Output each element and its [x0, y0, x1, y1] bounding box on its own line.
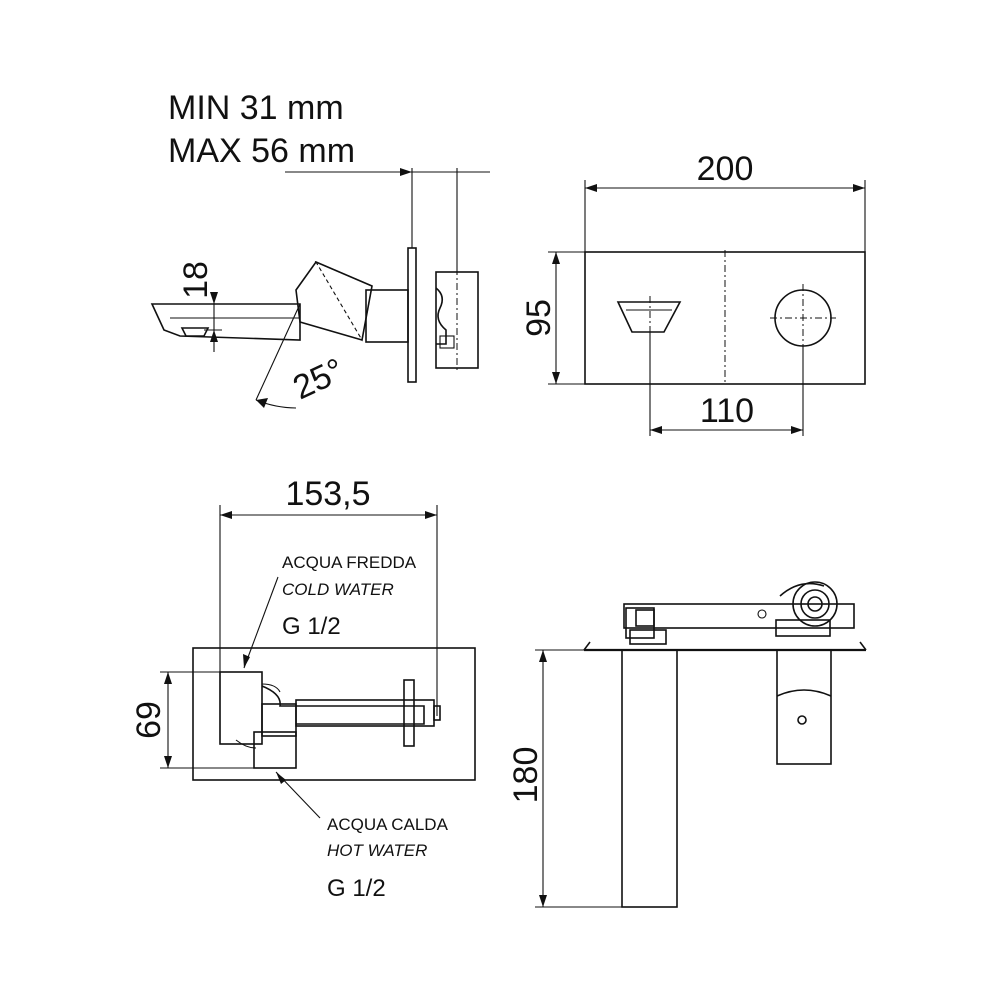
- max-depth-label: MAX 56 mm: [168, 132, 355, 170]
- side-view: MIN 31 mm MAX 56 mm 18 25°: [150, 89, 490, 409]
- cartridge-tip: [433, 705, 441, 721]
- width-arrow-right: [853, 184, 865, 192]
- height-arrow-bottom: [210, 330, 218, 342]
- cold-water-label-it: ACQUA FREDDA: [282, 553, 417, 572]
- valve-connector: [435, 287, 447, 345]
- handle-body-curve: [776, 689, 832, 697]
- front-view: 200 95 110: [520, 150, 866, 436]
- body-plate-end-right: [859, 641, 867, 651]
- min-depth-label: MIN 31 mm: [168, 89, 344, 127]
- top-view: 153,5 69 ACQUA FREDDA COLD WATER G 1/2 A…: [130, 475, 476, 902]
- valve-nut: [439, 335, 455, 349]
- valve-rail: [623, 603, 855, 629]
- valve-dial-center: [807, 596, 823, 612]
- depth-arrow-bottom: [539, 895, 547, 907]
- depth-label: 180: [507, 747, 545, 804]
- angle-arrow: [256, 398, 268, 408]
- valve-left-inner: [635, 609, 655, 627]
- body-plate-end-left: [583, 641, 591, 651]
- lever-handle-tilted: [314, 260, 373, 342]
- valve-dial-inner: [800, 589, 830, 619]
- valve-dial-arc: [779, 582, 825, 597]
- wall-plate: [407, 247, 417, 383]
- angle-ray: [255, 303, 301, 401]
- width-arrow-left: [585, 184, 597, 192]
- width-label: 200: [697, 150, 754, 188]
- body-view: 180: [507, 581, 867, 908]
- spout-front: [616, 301, 682, 333]
- mixer-channel: [261, 685, 425, 725]
- hot-arc: [235, 739, 257, 749]
- cold-arc: [261, 683, 281, 693]
- box-height-label: 69: [130, 701, 168, 739]
- handle-body: [776, 649, 832, 765]
- cold-leader: [243, 576, 279, 669]
- cold-leader-arrow: [243, 654, 250, 668]
- hot-thread-size: G 1/2: [327, 875, 386, 902]
- cold-thread-size: G 1/2: [282, 613, 341, 640]
- box-width-arrow-right: [425, 511, 437, 519]
- depth-arrow-top: [539, 650, 547, 662]
- lever-hub: [365, 289, 409, 343]
- cold-inlet-block: [219, 671, 263, 745]
- hot-water-label-it: ACQUA CALDA: [327, 815, 449, 834]
- height-label: 18: [177, 261, 215, 299]
- cartridge-flange: [403, 679, 415, 747]
- spacing-label: 110: [700, 392, 754, 430]
- plate-height-label: 95: [520, 299, 558, 337]
- spout-body: [621, 649, 678, 908]
- box-height-arrow-top: [164, 672, 172, 684]
- valve-right-base: [775, 619, 831, 637]
- spacing-arrow-left: [650, 426, 662, 434]
- plate-height-arrow-bottom: [552, 372, 560, 384]
- height-arrow-top: [210, 292, 218, 304]
- hot-inlet-block: [253, 731, 297, 769]
- box-width-label: 153,5: [285, 475, 370, 513]
- depth-arrow: [400, 168, 412, 176]
- box-height-arrow-bottom: [164, 756, 172, 768]
- hot-leader-arrow: [276, 772, 286, 784]
- valve-left-base: [629, 629, 667, 645]
- box-width-arrow-left: [220, 511, 232, 519]
- spacing-arrow-right: [791, 426, 803, 434]
- flush-box: [192, 647, 476, 781]
- valve-pin: [757, 609, 767, 619]
- hot-water-label-en: HOT WATER: [327, 841, 427, 860]
- handle-screw: [797, 715, 807, 725]
- lever-handle: [295, 261, 373, 342]
- spout-outlet: [180, 327, 210, 337]
- valve-dial-outer: [792, 581, 838, 627]
- plate-height-arrow-top: [552, 252, 560, 264]
- angle-label: 25°: [287, 351, 350, 407]
- spout-side: [150, 303, 301, 341]
- cold-water-label-en: COLD WATER: [282, 580, 394, 599]
